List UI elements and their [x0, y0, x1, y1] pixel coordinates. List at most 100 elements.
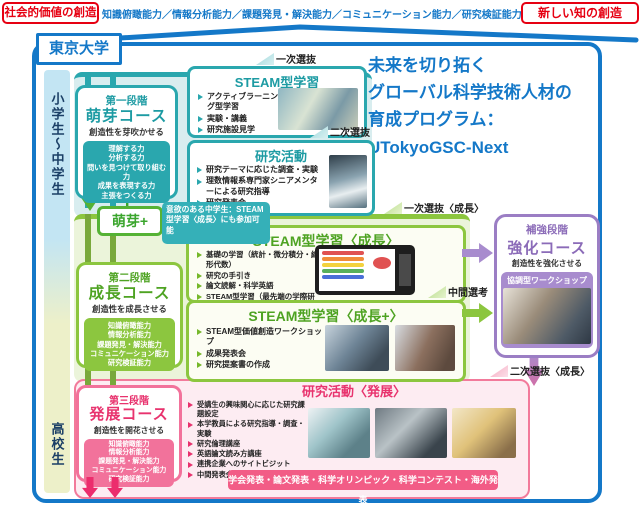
skill-line: 問いを見つけて取り組む力	[86, 162, 167, 182]
steam-basic-title: STEAM型学習	[234, 75, 320, 90]
bullet-item: 実験・講義	[198, 114, 282, 124]
selection-label-first-growth: 一次選抜〈成長〉	[384, 200, 484, 215]
reinforce-slogan: 創造性を強化させる	[511, 259, 583, 268]
reinforce-course-box: 補強段階 強化コース 創造性を強化させる 協調型ワークショップ	[494, 214, 600, 358]
selection-triangle-icon	[428, 286, 446, 298]
reinforce-workshop-label: 協調型ワークショップ	[507, 276, 587, 285]
capability-list-text: 知識俯瞰能力／情報分析能力／課題発見・解決能力／コミュニケーション能力／研究検証…	[102, 10, 522, 21]
bullet-item: 研究施設見学	[198, 125, 282, 135]
steam-growth-plus-box: STEAM型学習〈成長+〉 STEAM型価値創造ワークショップ成果発表会研究提案…	[186, 300, 466, 382]
photo-steam-class	[278, 88, 358, 130]
bullet-item: 研究倫理講座	[188, 439, 306, 448]
skill-line: 知識俯瞰能力	[108, 440, 150, 448]
bullet-item: 研究テーマに応じた調査・実験	[197, 165, 325, 175]
selection-triangle-icon	[384, 202, 402, 214]
stage3-phase-label: 第三段階	[109, 396, 149, 407]
tablet-screen	[319, 249, 395, 291]
bullet-item: 英語論文読み方講座	[188, 449, 306, 458]
photo-workshop-1	[325, 325, 389, 371]
bullet-item: 受講生の興味関心に応じた研究課題設定	[188, 400, 306, 418]
bullet-item: 成果発表会	[197, 349, 323, 359]
photo-lab-cleanroom	[308, 408, 370, 458]
stage1-course-name: 萌芽コース	[85, 108, 168, 125]
bullet-item: 研究の手引き	[197, 271, 319, 281]
stage1-phase-label: 第一段階	[105, 95, 148, 107]
skill-line: コミュニケーション能力	[90, 349, 169, 359]
stage2-course-box: 第二段階 成長コース 創造性を成長させる 知識俯瞰能力情報分析能力課題発見・解決…	[76, 262, 183, 371]
stage1-slogan: 創造性を芽吹かせる	[89, 127, 164, 138]
selection-label-text: 中間選考	[448, 288, 488, 299]
selection-triangle-icon	[490, 365, 508, 377]
selection-label-text: 一次選抜	[276, 55, 316, 66]
bullet-item: 研究提案書の作成	[197, 360, 323, 370]
stage2-slogan: 創造性を成長させる	[92, 304, 167, 315]
bullet-item: 理数情報系専門家シニアメンターによる研究指導	[197, 176, 325, 197]
stage1-course-box: 第一段階 萌芽コース 創造性を芽吹かせる 理解する力分析する力問いを見つけて取り…	[75, 85, 178, 204]
selection-label-first: 一次選抜	[256, 51, 316, 66]
stage3-course-name: 発展コース	[89, 406, 169, 423]
reinforce-workshop-box: 協調型ワークショップ	[501, 272, 593, 348]
bullet-item: 本学教員による研究指導・調査・実験	[188, 419, 306, 438]
skill-line: 課題発見・解決能力	[98, 458, 160, 466]
program-title: 未来を切り拓く グローバル科学技術人材の 育成プログラム： UTokyoGSC-…	[368, 52, 600, 161]
research-dev-title: 研究活動〈発展〉	[301, 384, 406, 399]
badge-social-value: 社会的価値の創造	[2, 2, 99, 24]
photo-research-student	[329, 155, 367, 208]
skill-line: 研究検証能力	[108, 475, 150, 483]
steam-basic-box: STEAM型学習 アクティブラーニング型学習実験・講義研究施設見学	[187, 66, 367, 138]
stage1-skill-list: 理解する力分析する力問いを見つけて取り組む力成果を表現する力主張をつくる力	[82, 141, 171, 204]
stage3-slogan: 創造性を開花させる	[93, 425, 165, 435]
selection-label-text: 一次選抜〈成長〉	[404, 204, 484, 215]
selection-label-second: 二次選抜	[310, 124, 370, 139]
stage2-skill-list: 知識俯瞰能力情報分析能力課題発見・解決能力コミュニケーション能力研究検証能力	[84, 318, 175, 371]
skill-line: コミュニケーション能力	[91, 466, 167, 474]
selection-triangle-icon	[310, 126, 328, 138]
houga-plus-box: 萌芽+	[97, 206, 163, 236]
program-title-line4: UTokyoGSC-Next	[368, 137, 509, 157]
converging-chevron-shape	[85, 24, 639, 43]
steam-growth-plus-bullets: STEAM型価値創造ワークショップ成果発表会研究提案書の作成	[197, 327, 323, 372]
skill-line: 課題発見・解決能力	[97, 339, 162, 349]
age-label-elementary-junior: 小学生～中学生	[49, 92, 65, 197]
photo-online-lecture-tablet	[315, 245, 415, 295]
research-basic-title: 研究活動	[254, 149, 307, 164]
badge-new-knowledge: 新しい知の創造	[521, 2, 639, 24]
bullet-item: 基礎の学習（統計・微分積分・線形代数）	[197, 250, 319, 270]
age-label-highschool: 高校生	[49, 422, 65, 467]
skill-line: 主張をつくる力	[101, 190, 152, 200]
skill-line: 情報分析能力	[108, 449, 150, 457]
bullet-item: STEAM型価値創造ワークショップ	[197, 327, 323, 348]
university-label: 東京大学	[36, 33, 122, 65]
photo-presentation	[452, 408, 516, 458]
skill-line: 分析する力	[108, 153, 145, 163]
age-bar: 小学生～中学生 高校生	[44, 70, 70, 493]
photo-lab-equipment	[375, 408, 447, 458]
skill-line: 理解する力	[108, 144, 145, 154]
skill-line: 研究検証能力	[107, 358, 152, 368]
stage3-course-box: 第三段階 発展コース 創造性を開花させる 知識俯瞰能力情報分析能力課題発見・解決…	[76, 385, 182, 487]
selection-label-text: 二次選抜	[330, 128, 370, 139]
bullet-item: 論文読解・科学英語	[197, 281, 319, 291]
photo-workshop-2	[395, 325, 455, 371]
bullet-item: アクティブラーニング型学習	[198, 92, 282, 113]
stage2-course-name: 成長コース	[88, 285, 171, 302]
selection-label-second-growth: 二次選抜〈成長〉	[490, 363, 590, 378]
houga-plus-note: 意欲のある中学生：STEAM型学習〈成長〉にも参加可能	[162, 202, 270, 244]
reinforce-phase-label: 補強段階	[526, 224, 568, 236]
photo-collab-workshop	[503, 288, 591, 344]
research-dev-bullets: 受講生の興味関心に応じた研究課題設定本学教員による研究指導・調査・実験研究倫理講…	[188, 400, 306, 480]
stage3-skill-list: 知識俯瞰能力情報分析能力課題発見・解決能力コミュニケーション能力研究検証能力	[84, 438, 174, 487]
flowchart-node	[373, 257, 391, 269]
program-title-line3: 育成プログラム：	[368, 110, 504, 130]
program-title-line1: 未来を切り拓く	[368, 56, 487, 75]
skill-line: 成果を表現する力	[97, 181, 156, 191]
program-title-line2: グローバル科学技術人材の	[368, 83, 572, 103]
skill-line: 知識俯瞰能力	[107, 321, 152, 331]
reinforce-course-name: 強化コース	[507, 240, 587, 257]
selection-label-text: 二次選抜〈成長〉	[510, 367, 590, 378]
stage2-phase-label: 第二段階	[108, 272, 151, 284]
steam-growth-plus-title: STEAM型学習〈成長+〉	[248, 308, 404, 324]
steam-basic-bullets: アクティブラーニング型学習実験・講義研究施設見学	[198, 92, 282, 137]
selection-label-midterm: 中間選考	[428, 284, 488, 299]
